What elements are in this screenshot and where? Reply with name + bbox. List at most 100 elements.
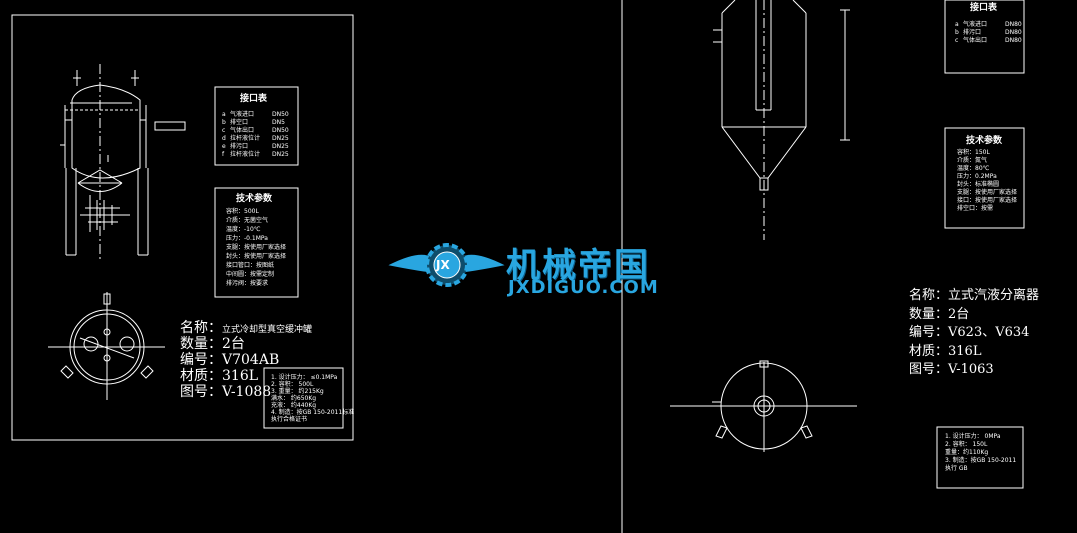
- left-nozzle-name: 排空口: [230, 119, 249, 126]
- right-code-value: V623、V634: [948, 325, 1030, 340]
- left-code-label: 编号：: [180, 352, 222, 368]
- left-nozzle-id: b: [222, 119, 226, 126]
- right-material-value: 316L: [948, 344, 982, 359]
- left-material-value: 316L: [222, 368, 259, 384]
- right-tech-params-frame: [944, 127, 1025, 229]
- left-qty-label: 数量：: [180, 336, 222, 352]
- left-note-line: 2. 容积： 500L: [271, 381, 314, 388]
- left-tech-param-line: 支腿：按使用厂家选择: [226, 244, 287, 251]
- left-nozzle-name: 气体出口: [230, 127, 255, 134]
- left-nozzle-size: DN25: [272, 135, 289, 142]
- left-note-line: 满水： 约650Kg: [271, 395, 317, 402]
- right-tech-param-line: 温度：80℃: [957, 165, 990, 172]
- right-nozzle-name: 排污口: [963, 29, 982, 36]
- right-qty-label: 数量：: [909, 307, 949, 322]
- right-nozzle-table-frame: [944, 0, 1025, 74]
- right-name-value: 立式汽液分离器: [948, 288, 1040, 303]
- right-code-label: 编号：: [909, 325, 949, 340]
- left-nozzle-name: 拉杆液位计: [230, 151, 261, 158]
- right-nozzle-id: c: [955, 37, 959, 44]
- right-nozzle-size: DN80: [1005, 21, 1022, 28]
- left-tech-param-line: 容积：500L: [226, 208, 259, 215]
- left-name-label: 名称：: [180, 320, 222, 336]
- right-notes-frame: [936, 426, 1024, 489]
- watermark-logo: [388, 243, 505, 287]
- left-tech-param-line: 接口管口：按图纸: [226, 262, 275, 269]
- left-nozzle-row: d 拉杆液位计 DN25: [222, 136, 289, 142]
- left-nozzle-id: a: [222, 111, 226, 118]
- left-material-label: 材质：: [180, 368, 222, 384]
- left-nozzle-size: DN25: [272, 151, 289, 158]
- left-nozzle-size: DN50: [272, 127, 289, 134]
- left-tech-param-line: 介质：无菌空气: [226, 217, 269, 224]
- left-qty-value: 2台: [222, 336, 245, 352]
- watermark-url: JXDIGUO.COM: [508, 277, 659, 298]
- left-nozzle-name: 拉杆液位计: [230, 135, 261, 142]
- right-tech-param-line: 介质：氮气: [957, 157, 988, 164]
- left-tech-param-line: 压力：-0.1MPa: [226, 235, 268, 242]
- left-name-value: 立式冷却型真空缓冲罐: [222, 325, 313, 335]
- left-nozzle-id: f: [222, 151, 225, 158]
- right-tech-param-line: 压力：0.2MPa: [957, 173, 997, 180]
- left-note-line: 执行合格证书: [271, 416, 308, 423]
- left-nozzle-id: e: [222, 143, 226, 150]
- right-tech-param-line: 接口：按使用厂家选择: [957, 197, 1018, 204]
- left-nozzle-size: DN25: [272, 143, 289, 150]
- right-vessel-elevation: [713, 0, 850, 240]
- left-nozzle-row: f 拉杆液位计 DN25: [222, 152, 289, 158]
- left-nozzle-row: e 排污口 DN25: [222, 144, 289, 150]
- left-nozzle-size: DN5: [272, 119, 285, 126]
- left-note-line: 4. 制造：按GB 150-2011标准: [271, 409, 355, 416]
- left-nozzle-row: b 排空口 DN5: [222, 120, 285, 126]
- right-note-line: 3. 制造：按GB 150-2011: [945, 457, 1017, 464]
- left-drawing-label: 图号：: [180, 384, 222, 400]
- right-note-line: 1. 设计压力： 0MPa: [945, 433, 1001, 440]
- right-note-line: 重量：约110Kg: [945, 449, 989, 456]
- right-nozzle-size: DN80: [1005, 29, 1022, 36]
- left-note-line: 1. 设计压力： ≤0.1MPa: [271, 374, 338, 381]
- right-tech-param-line: 容积：150L: [957, 149, 990, 156]
- left-tech-param-line: 排污阀：按要求: [226, 280, 269, 287]
- left-tech-params-title: 技术参数: [236, 194, 273, 204]
- watermark-badge-text: JX: [436, 258, 450, 272]
- left-code-value: V704AB: [222, 352, 280, 368]
- right-tech-params-title: 技术参数: [966, 136, 1003, 146]
- left-note-line: 3. 重量： 约215Kg: [271, 388, 324, 395]
- left-nozzle-table-frame: [214, 86, 299, 166]
- left-nozzle-name: 气液进口: [230, 111, 255, 118]
- left-nozzle-size: DN50: [272, 111, 289, 118]
- left-nozzle-id: d: [222, 135, 226, 142]
- right-nozzle-name: 气体出口: [963, 37, 988, 44]
- right-material-label: 材质：: [909, 344, 949, 359]
- left-tech-param-line: 封头：按使用厂家选择: [226, 253, 287, 260]
- right-tech-param-line: 支腿：按使用厂家选择: [957, 189, 1018, 196]
- right-note-line: 执行 GB: [945, 465, 968, 472]
- left-notes-frame: [263, 367, 344, 429]
- left-nozzle-table-title: 接口表: [240, 94, 268, 104]
- left-note-line: 充液： 约440Kg: [271, 402, 317, 409]
- right-tech-param-line: 封头：标准椭圆: [957, 181, 1000, 188]
- watermark-title: 机械帝国: [506, 246, 650, 286]
- right-qty-value: 2台: [948, 307, 970, 322]
- right-nozzle-row: b 排污口 DN80: [955, 30, 1022, 36]
- left-drawing-value: V-1088: [222, 384, 272, 400]
- right-nozzle-row: a 气液进口 DN80: [955, 22, 1022, 28]
- right-drawing-label: 图号：: [909, 362, 949, 377]
- right-drawing-value: V-1063: [948, 362, 994, 377]
- left-tech-params-frame: [214, 187, 299, 298]
- right-note-line: 2. 容积： 150L: [945, 441, 988, 448]
- right-tech-param-line: 排空口：按需: [957, 205, 994, 212]
- right-nozzle-size: DN80: [1005, 37, 1022, 44]
- right-nozzle-name: 气液进口: [963, 21, 988, 28]
- right-vessel-plan: [670, 360, 857, 452]
- left-vessel-plan: [48, 292, 165, 400]
- left-nozzle-row: a 气液进口 DN50: [222, 112, 289, 118]
- left-sheet-border: [11, 14, 354, 441]
- right-nozzle-table-title: 接口表: [970, 3, 998, 13]
- right-nozzle-id: b: [955, 29, 959, 36]
- left-vessel-elevation: [60, 64, 186, 260]
- left-nozzle-name: 排污口: [230, 143, 249, 150]
- right-nozzle-id: a: [955, 21, 959, 28]
